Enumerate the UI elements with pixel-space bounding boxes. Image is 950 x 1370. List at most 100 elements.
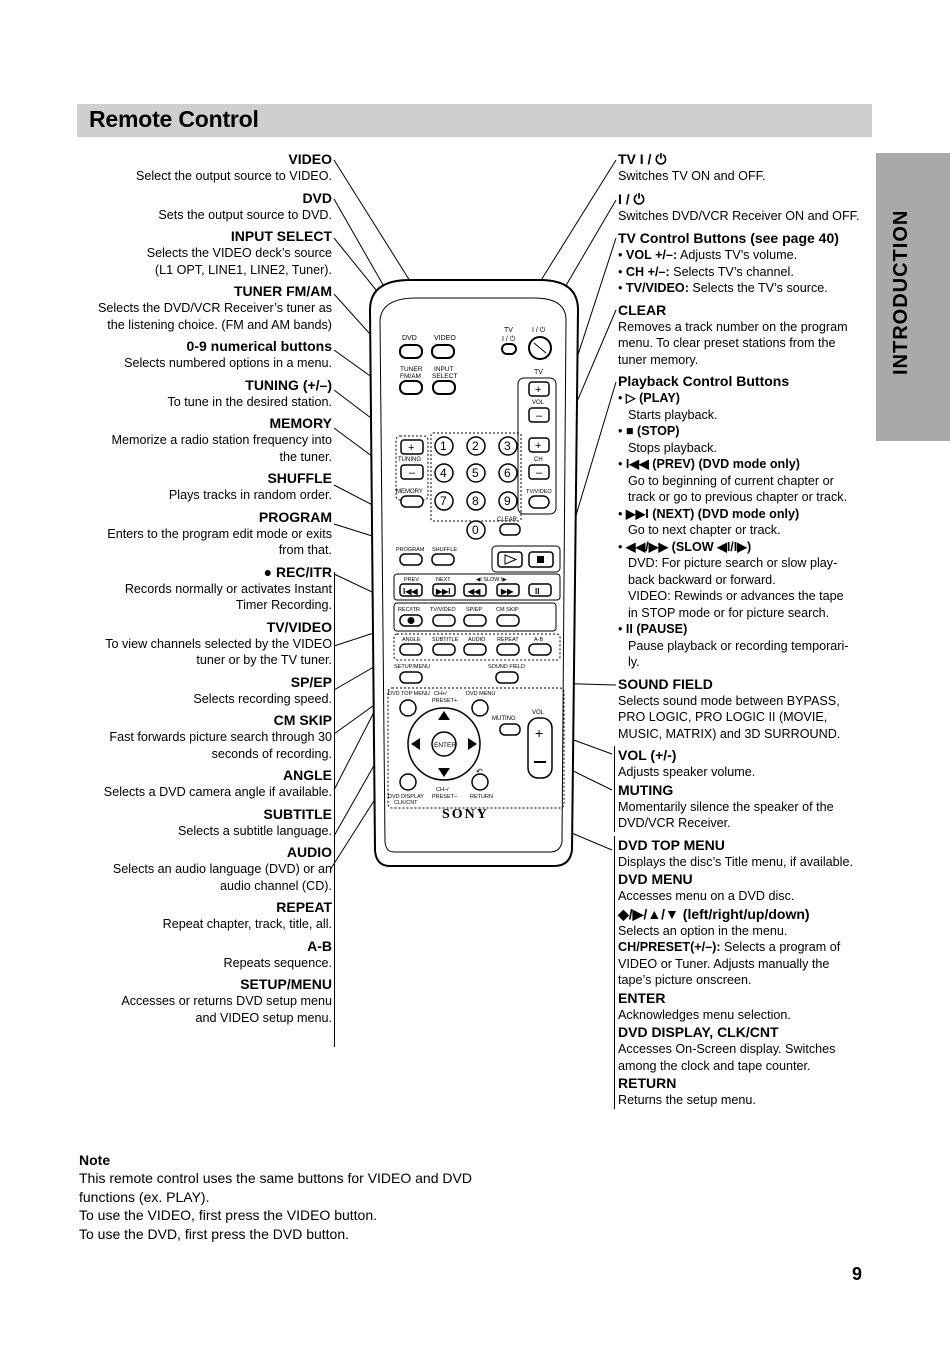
entry-head: REPEAT <box>276 899 332 915</box>
entry-desc: Plays tracks in random order. <box>168 488 332 502</box>
digit-8-button[interactable] <box>466 491 486 511</box>
return-button[interactable] <box>471 773 489 791</box>
dvd-function-frame <box>393 633 561 661</box>
dvd-button[interactable] <box>399 344 423 359</box>
digit-7-button[interactable] <box>434 491 454 511</box>
tuner-fmam-button[interactable] <box>399 380 423 395</box>
setup-menu-button[interactable] <box>399 671 423 684</box>
tv-vol-up-button[interactable] <box>528 381 550 397</box>
next-button[interactable] <box>432 583 456 597</box>
tv-ch-down-button[interactable] <box>528 464 550 480</box>
bullet-text: Pause playback or recording temporari- <box>628 638 849 653</box>
entry-desc: Selects a subtitle language. <box>177 823 332 838</box>
entry-clear: CLEAR Removes a track number on the prog… <box>618 301 874 369</box>
dvd-display-button[interactable] <box>399 773 417 791</box>
plus-icon: + <box>535 384 541 396</box>
audio-button[interactable] <box>463 643 487 656</box>
next-icon: ▶▶I <box>435 587 451 596</box>
entry-head: TUNER FM/AM <box>234 283 332 299</box>
bullet-text: Starts playback. <box>628 407 718 422</box>
digit-9-button[interactable] <box>498 491 518 511</box>
digit-0-button[interactable] <box>466 520 486 540</box>
label-tuning: TUNING <box>398 457 421 463</box>
number-keypad: 1 2 3 4 5 6 7 8 9 0 CLEAR <box>430 432 522 540</box>
label-presetminus: PRESET– <box>432 794 458 800</box>
tv-power-button[interactable] <box>501 343 517 355</box>
tuning-down-button[interactable] <box>400 464 424 480</box>
fast-forward-button[interactable] <box>496 583 520 597</box>
cm-skip-button[interactable] <box>496 614 520 627</box>
label-memory: MEMORY <box>396 489 423 495</box>
tv-panel-frame <box>517 377 557 515</box>
entry-desc: Selects sound mode between BYPASS, <box>618 693 840 708</box>
minus-icon: – <box>536 410 543 422</box>
clear-button[interactable] <box>499 523 521 536</box>
entry-group-menu: DVD TOP MENU Displays the disc’s Title m… <box>614 835 874 1109</box>
entry-head: TV Control Buttons (see page 40) <box>618 230 839 246</box>
digit-4-button[interactable] <box>434 463 454 483</box>
label-tv-panel: TV <box>534 369 543 376</box>
bullet-text: DVD: For picture search or slow play- <box>628 556 838 570</box>
label-subtitle: SUBTITLE <box>432 637 459 643</box>
entry-head: SETUP/MENU <box>240 976 332 992</box>
rewind-button[interactable] <box>463 583 487 597</box>
label-fmam: FM/AM <box>400 373 421 380</box>
shuffle-button[interactable] <box>431 553 455 566</box>
enter-button[interactable] <box>431 731 457 757</box>
play-button[interactable] <box>497 551 523 568</box>
digit-3-button[interactable] <box>498 436 518 456</box>
dvd-top-menu-button[interactable] <box>399 699 417 717</box>
digit-6-button[interactable] <box>498 463 518 483</box>
digit-1-button[interactable] <box>434 436 454 456</box>
entry-head: DVD TOP MENU <box>618 836 725 853</box>
tv-video2-button[interactable] <box>432 614 456 627</box>
entry-desc: tuner memory. <box>618 352 699 367</box>
subtitle-button[interactable] <box>432 643 456 656</box>
entry-head: INPUT SELECT <box>230 228 332 244</box>
transport-row: PREV NEXT ◀I SLOW I▶ I◀◀ ▶▶I ◀◀ ▶▶ II <box>393 573 561 601</box>
repeat-button[interactable] <box>496 643 520 656</box>
left-entry: REPEAT Repeat chapter, track, title, all. <box>78 898 332 933</box>
pause-button[interactable] <box>528 583 552 597</box>
sp-ep-button[interactable] <box>463 614 487 627</box>
entry-desc: Sets the output source to DVD. <box>158 207 332 222</box>
label-presetplus: PRESET+ <box>432 698 457 704</box>
entry-desc: Fast forwards picture search through 30 <box>109 730 332 744</box>
tuning-up-button[interactable] <box>400 439 424 455</box>
digit-label: 6 <box>504 466 511 480</box>
digit-5-button[interactable] <box>466 463 486 483</box>
recording-row: REC/ITR TV/VIDEO SP/EP CM SKIP <box>393 602 557 632</box>
input-select-button[interactable] <box>432 380 456 395</box>
entry-desc: Selects the DVD/VCR Receiver’s tuner as <box>97 301 332 315</box>
ab-button[interactable] <box>528 643 552 656</box>
label-recitr: REC/ITR <box>398 607 420 613</box>
entry-desc: Selects recording speed. <box>193 691 332 706</box>
video-button[interactable] <box>431 344 455 359</box>
entry-desc: Accesses or returns DVD setup menu <box>121 994 332 1008</box>
prev-button[interactable] <box>399 583 423 597</box>
tv-ch-up-button[interactable] <box>528 437 550 453</box>
entry-desc: Repeat chapter, track, title, all. <box>162 917 332 931</box>
dvd-menu-button[interactable] <box>471 699 489 717</box>
entry-desc: Enters to the program edit mode or exits <box>107 526 332 541</box>
entry-head: VIDEO <box>288 151 332 167</box>
digit-label: 8 <box>472 494 479 508</box>
memory-button[interactable] <box>400 495 424 508</box>
tv-vol-down-button[interactable] <box>528 407 550 423</box>
arrow-left-icon <box>411 738 420 750</box>
digit-2-button[interactable] <box>466 436 486 456</box>
angle-button[interactable] <box>399 643 423 656</box>
recording-frame <box>393 602 557 632</box>
entry-head: SP/EP <box>290 673 332 690</box>
program-button[interactable] <box>399 553 423 566</box>
sound-field-button[interactable] <box>495 671 519 684</box>
tv-video-button[interactable] <box>528 495 550 509</box>
entry-head: DVD DISPLAY, CLK/CNT <box>618 1024 779 1040</box>
label-muting: MUTING <box>492 716 516 722</box>
muting-button[interactable] <box>499 723 521 736</box>
entry-power: I / ⏻ Switches DVD/VCR Receiver ON and O… <box>618 190 874 225</box>
